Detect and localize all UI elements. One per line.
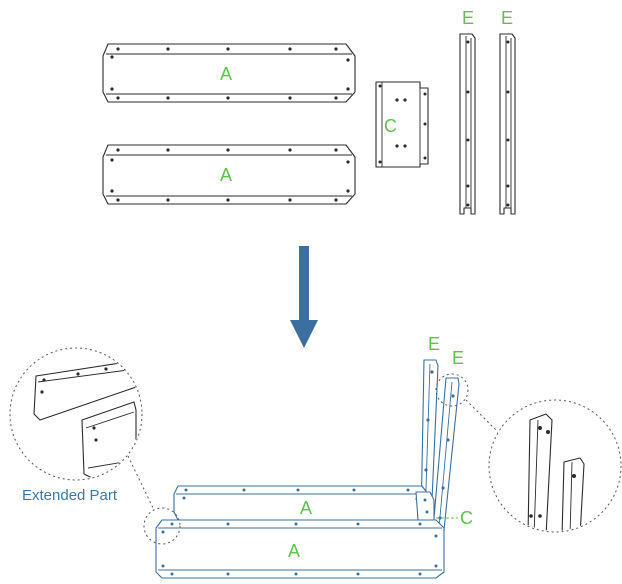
assembled-rail-e-right bbox=[432, 377, 460, 531]
callout-extended-part: Extended Part bbox=[9, 347, 181, 545]
label-assembled-e-right: E bbox=[452, 348, 464, 368]
label-a-top: A bbox=[220, 64, 232, 84]
label-e-left: E bbox=[462, 8, 474, 28]
panel-a-top: A bbox=[102, 43, 356, 103]
label-c: C bbox=[384, 116, 397, 136]
label-assembled-a-back: A bbox=[300, 498, 312, 518]
rail-e-left: E bbox=[459, 8, 476, 215]
label-assembled-a-front: A bbox=[288, 541, 300, 561]
label-assembled-e-left: E bbox=[428, 334, 440, 354]
assembled-panel-a-back: A bbox=[173, 485, 429, 521]
label-e-right: E bbox=[501, 8, 513, 28]
panel-a-bottom: A bbox=[102, 144, 356, 205]
assembled-panel-a-front: A bbox=[155, 519, 445, 579]
callout-label-extended: Extended Part bbox=[22, 487, 118, 504]
label-a-bottom: A bbox=[220, 165, 232, 185]
rail-e-right: E bbox=[499, 8, 516, 215]
plate-c: C bbox=[375, 81, 429, 168]
label-assembled-c: C bbox=[460, 508, 473, 528]
assembled-plate-c bbox=[415, 491, 435, 521]
arrow-down-icon bbox=[290, 246, 318, 348]
callout-rail-detail bbox=[435, 373, 622, 533]
